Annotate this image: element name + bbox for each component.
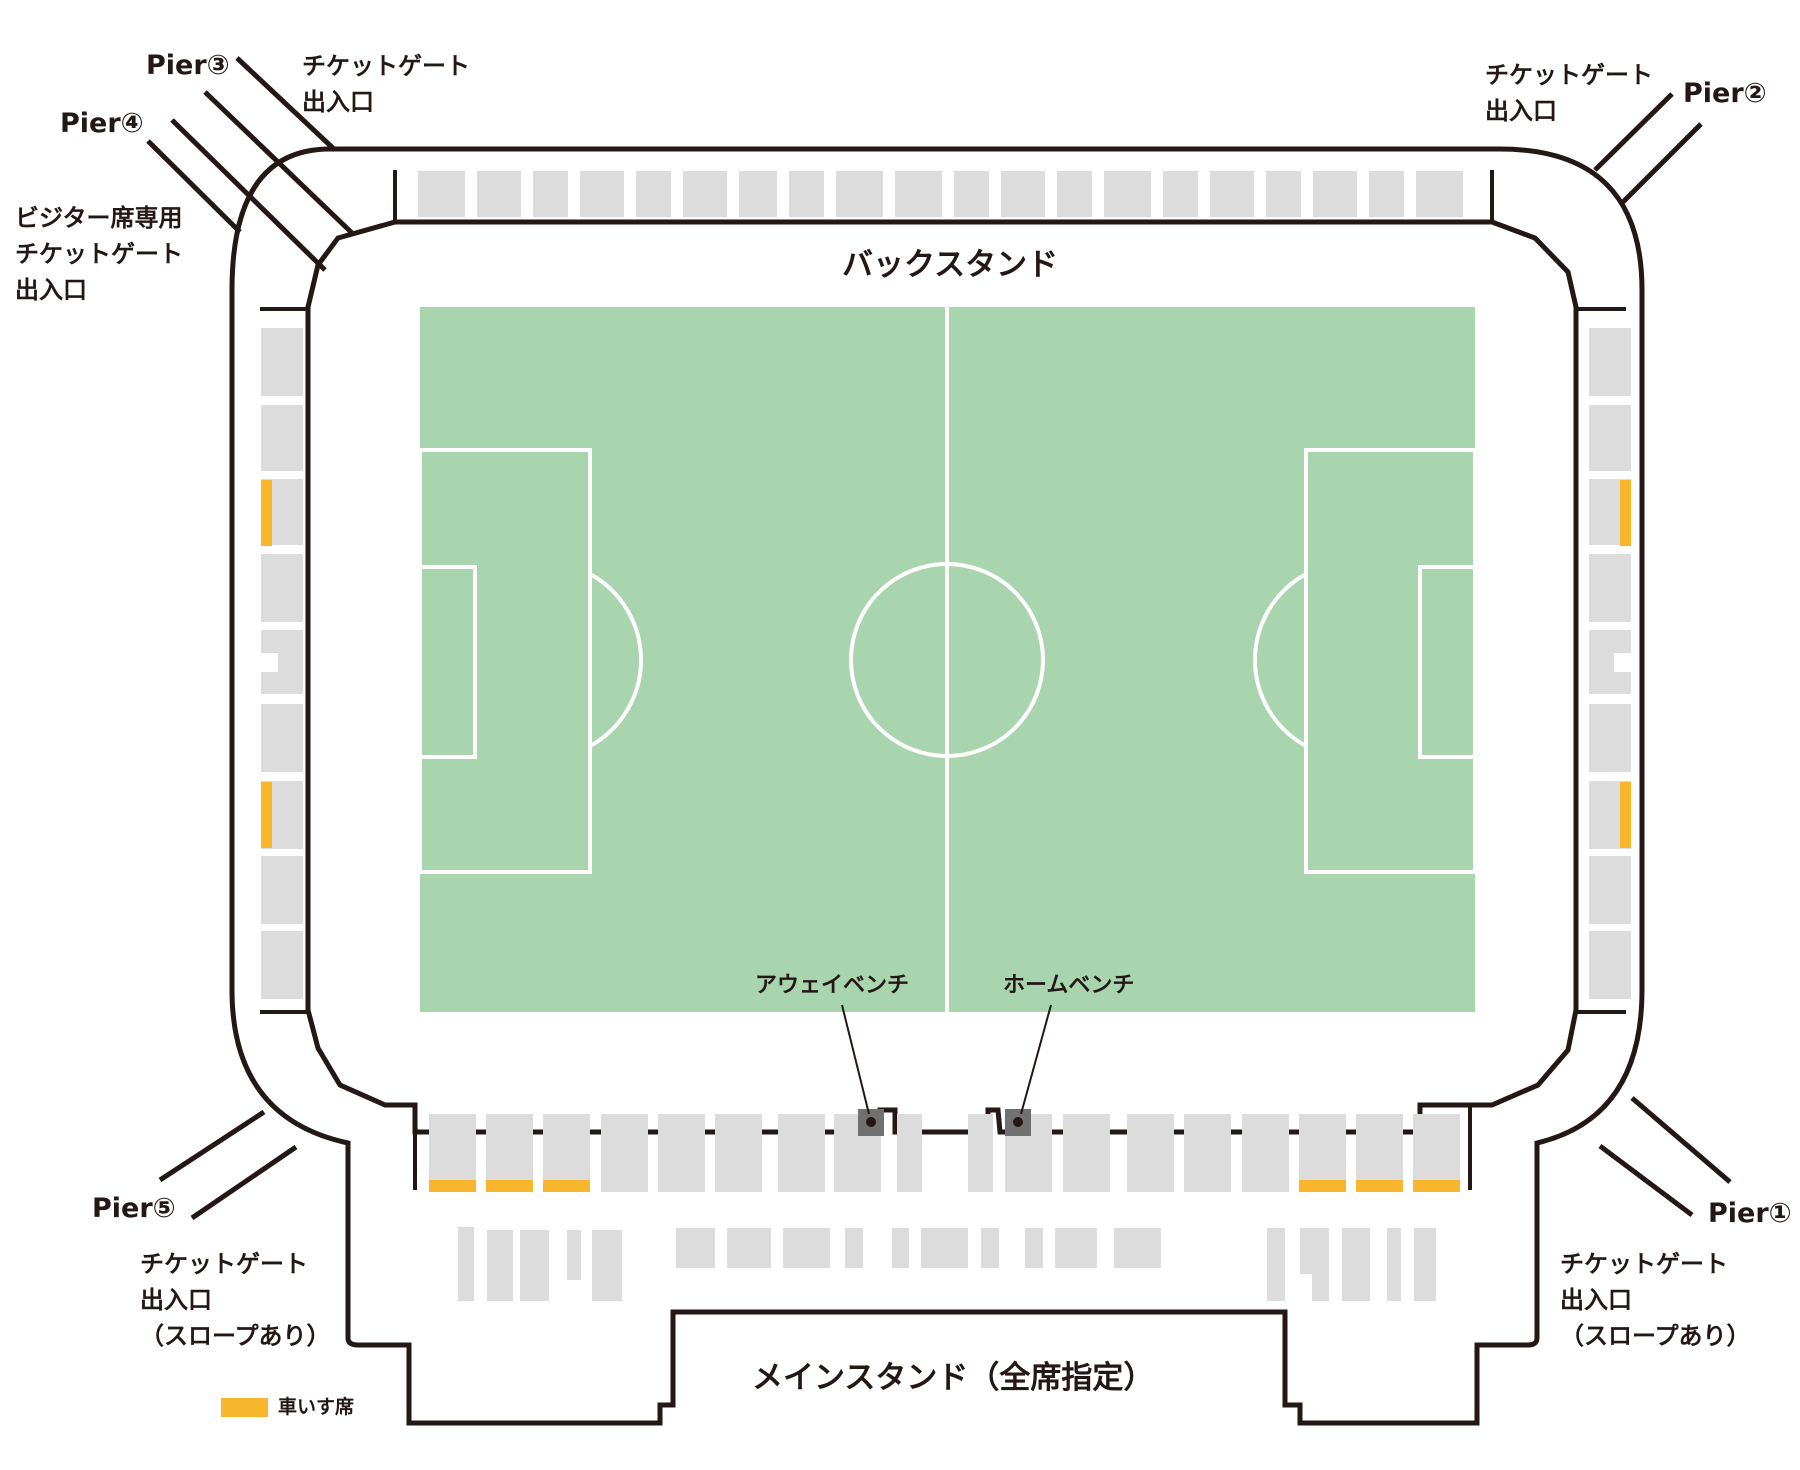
wheelchair-legend-label: 車いす席 (278, 1396, 355, 1418)
wheelchair-legend-swatch (221, 1398, 268, 1417)
back-stand-label: バックスタンド (842, 247, 1059, 283)
gate-top-right-label: チケットゲート 出入口 (1485, 61, 1653, 125)
gate-visitor-label: ビジター席専用 チケットゲート 出入口 (15, 204, 183, 304)
pier-4-label: Pier④ (60, 108, 144, 139)
home-bench-label: ホームベンチ (1003, 973, 1135, 998)
wheelchair-seats (261, 480, 1631, 1192)
left-stand-seats (261, 328, 303, 999)
main-stand-seats (429, 1114, 1460, 1192)
pier-5-label: Pier⑤ (92, 1193, 176, 1224)
home-bench-leader (1020, 1004, 1052, 1115)
pier-1-label: Pier① (1708, 1198, 1792, 1229)
pier-paths (146, 56, 1732, 1221)
corner-walls (260, 170, 1626, 1190)
back-stand-seats (418, 171, 1463, 217)
pier-3-label: Pier③ (146, 50, 230, 81)
gate-bottom-left-label: チケットゲート 出入口 （スロープあり） (140, 1250, 331, 1350)
main-stand-label: メインスタンド（全席指定） (752, 1360, 1155, 1396)
pitch-lines (418, 307, 1477, 1012)
gate-top-left-label: チケットゲート 出入口 (302, 52, 470, 116)
gate-bottom-right-label: チケットゲート 出入口 （スロープあり） (1560, 1250, 1751, 1350)
away-bench-leader (841, 1004, 870, 1115)
stadium-outer-wall (229, 146, 1645, 1426)
pier-2-label: Pier② (1683, 78, 1767, 109)
away-bench-label: アウェイベンチ (755, 973, 910, 998)
main-stand-lower-seats (458, 1227, 1436, 1301)
